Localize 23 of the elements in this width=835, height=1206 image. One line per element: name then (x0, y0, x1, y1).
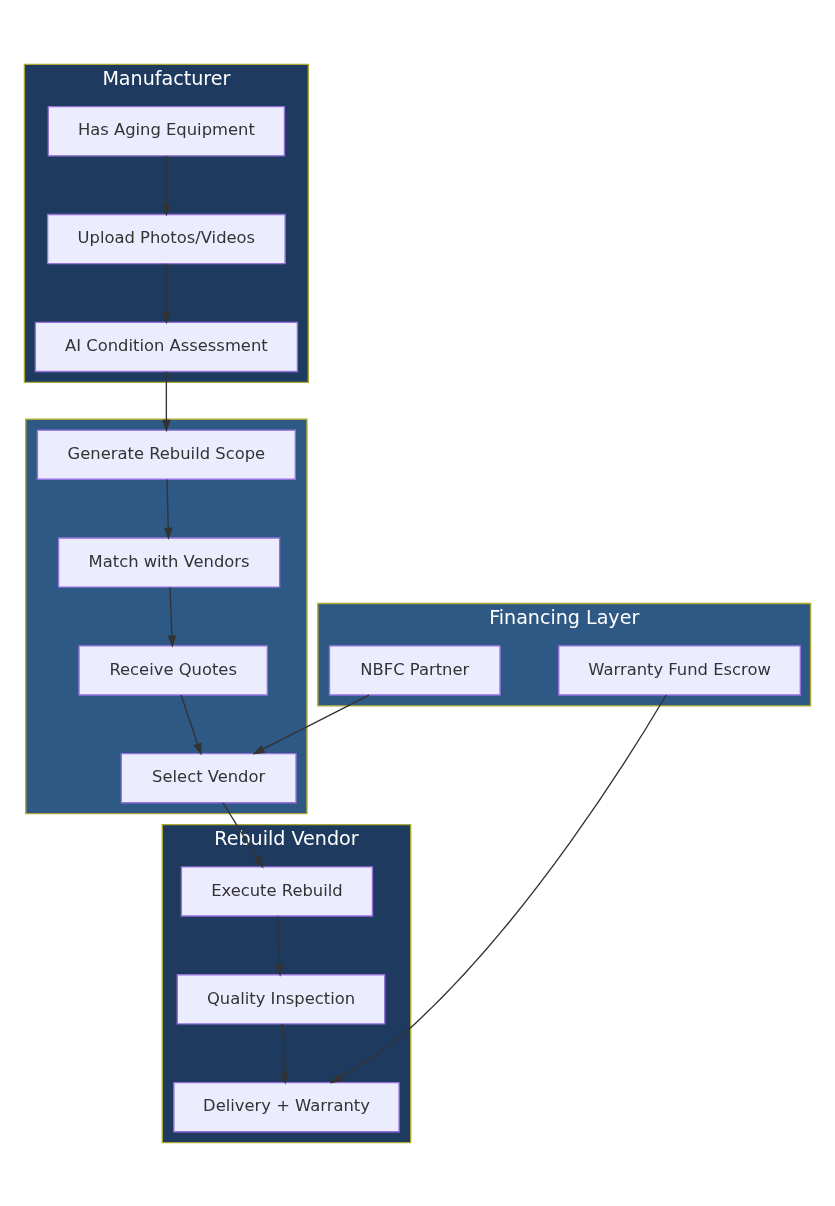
arrow (329, 693, 667, 1083)
node-box: AI Condition Assessment (34, 321, 299, 372)
arrow (275, 915, 284, 977)
node-box: Receive Quotes (78, 644, 269, 696)
node-box: Has Aging Equipment (47, 105, 286, 156)
node-box: Generate Rebuild Scope (36, 429, 296, 480)
node-box: Match with Vendors (57, 536, 281, 588)
node-box: Execute Rebuild (180, 865, 374, 917)
arrow (163, 478, 173, 540)
arrow (167, 586, 177, 648)
arrow (180, 693, 202, 756)
arrow (162, 154, 171, 216)
arrow (162, 262, 171, 324)
node-box: Select Vendor (120, 752, 297, 803)
arrow (252, 693, 370, 754)
arrow (222, 801, 264, 868)
arrow (280, 1022, 290, 1085)
node-box: Quality Inspection (176, 973, 386, 1025)
node-box: Upload Photos/Videos (46, 213, 286, 264)
arrow (162, 370, 171, 432)
node-box: Delivery + Warranty (173, 1081, 400, 1132)
node-box: Warranty Fund Escrow (558, 644, 801, 696)
node-box: NBFC Partner (328, 644, 501, 696)
